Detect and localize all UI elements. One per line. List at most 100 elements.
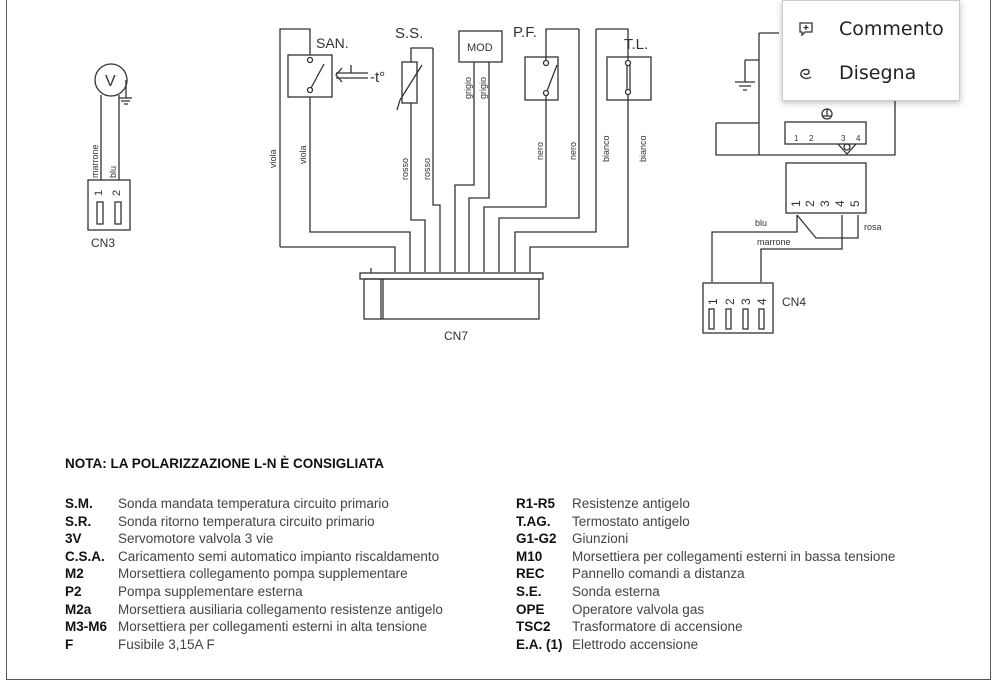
legend-abbr: S.M. <box>65 496 93 511</box>
legend-row: M3-M6 Morsettiera per collegamenti estern… <box>65 618 443 636</box>
svg-text:rosso: rosso <box>400 158 410 180</box>
pf-label: P.F. <box>513 24 537 41</box>
conn5-connector <box>785 162 867 214</box>
legend-desc: Morsettiera per collegamenti esterni in … <box>572 548 896 564</box>
legend-abbr: S.R. <box>65 513 92 529</box>
v-label: V <box>105 73 116 90</box>
svg-text:5: 5 <box>848 200 862 207</box>
svg-text:viola: viola <box>268 149 278 168</box>
legend-abbr: C.S.A. <box>65 548 105 564</box>
svg-text:bianco: bianco <box>638 135 648 162</box>
svg-text:rosa: rosa <box>864 222 882 232</box>
san-switch <box>287 54 333 98</box>
legend-desc: Pannello comandi a distanza <box>572 566 745 582</box>
legend-row: OPE Operatore valvola gas <box>516 601 895 619</box>
svg-text:nero: nero <box>568 142 578 160</box>
legend-abbr: F <box>65 636 74 652</box>
legend-abbr: S.E. <box>516 583 542 599</box>
svg-text:4: 4 <box>833 200 847 207</box>
legend-desc: Sonda mandata temperatura circuito prima… <box>118 496 389 511</box>
legend-row: S.R.Sonda ritorno temperatura circuito p… <box>65 513 443 531</box>
terminal-block <box>784 121 867 145</box>
context-menu: Commento Disegna <box>782 0 960 101</box>
svg-text:1: 1 <box>789 200 803 207</box>
ss-label: S.S. <box>395 25 423 42</box>
svg-text:blu: blu <box>755 218 767 228</box>
svg-text:3: 3 <box>818 200 832 207</box>
legend-abbr: P2 <box>65 583 82 599</box>
cn4-connector <box>702 282 774 334</box>
legend-desc: Resistenze antigelo <box>572 496 690 511</box>
menu-item-commento[interactable]: Commento <box>783 7 959 51</box>
legend-left: S.M. Sonda mandata temperatura circuito p… <box>65 495 443 653</box>
legend-abbr: TSC2 <box>516 619 551 635</box>
san-label: SAN. <box>316 35 349 51</box>
legend-desc: Termostato antigelo <box>572 513 690 529</box>
tl-label: T.L. <box>624 36 648 53</box>
ss-thermistor <box>401 61 418 104</box>
pf-switch <box>524 56 559 101</box>
legend-desc: Elettrodo accensione <box>572 636 699 652</box>
legend-abbr: OPE <box>516 601 545 617</box>
voltmeter-symbol <box>94 63 128 97</box>
svg-text:2: 2 <box>111 190 123 196</box>
cn7-connector <box>359 272 544 280</box>
svg-text:4: 4 <box>755 298 769 305</box>
legend-row: S.M. Sonda mandata temperatura circuito p… <box>65 495 443 513</box>
svg-text:3: 3 <box>841 134 846 143</box>
svg-text:viola: viola <box>298 145 308 164</box>
legend-row: M10 Morsettiera per collegamenti esterni … <box>516 548 895 566</box>
svg-text:4: 4 <box>856 134 861 143</box>
svg-text:1: 1 <box>93 190 105 196</box>
legend-abbr: M10 <box>516 548 543 564</box>
svg-text:marrone: marrone <box>757 237 791 247</box>
svg-text:3: 3 <box>739 298 753 305</box>
legend-abbr: M3-M6 <box>65 619 108 635</box>
legend-desc: Sonda esterna <box>572 583 660 599</box>
tl-thermostat <box>606 56 652 101</box>
legend-desc: Servomotore valvola 3 vie <box>118 531 274 547</box>
legend-desc: Morsettiera per collegamenti esterni in … <box>118 619 428 635</box>
legend-row: P2 Pompa supplementare esterna <box>65 583 443 601</box>
legend-abbr: G1-G2 <box>516 531 557 547</box>
legend-row: R1-R5 Resistenze antigelo <box>516 495 895 513</box>
legend-row: G1-G2 Giunzioni <box>516 530 895 548</box>
svg-text:nero: nero <box>535 142 545 160</box>
wiring-diagram: V marrone blu 1 2 CN3 SAN. -t° S.S. MOD … <box>87 24 896 343</box>
cn4-label: CN4 <box>782 295 806 309</box>
svg-text:grigio: grigio <box>463 77 473 99</box>
draw-icon <box>795 65 817 81</box>
legend-row: T.AG. Termostato antigelo <box>516 513 895 531</box>
legend-row: REC Pannello comandi a distanza <box>516 565 895 583</box>
legend-abbr: M2 <box>65 566 84 582</box>
svg-text:1: 1 <box>706 298 720 305</box>
legend-desc: Giunzioni <box>572 531 629 547</box>
legend-abbr: T.AG. <box>516 513 551 529</box>
legend-row: E.A. (1)Elettrodo accensione <box>516 636 895 654</box>
svg-text:2: 2 <box>809 134 814 143</box>
legend-desc: Caricamento semi automatico impianto ris… <box>118 548 440 564</box>
legend-row: C.S.A. Caricamento semi automatico impian… <box>65 548 443 566</box>
menu-item-label: Disegna <box>839 62 917 84</box>
legend-abbr: R1-R5 <box>516 496 556 511</box>
legend-abbr: REC <box>516 566 545 582</box>
svg-text:-t°: -t° <box>370 69 385 86</box>
legend-desc: Operatore valvola gas <box>572 601 705 617</box>
cn3-section: V marrone blu 1 2 CN3 <box>87 63 132 250</box>
legend-abbr: M2a <box>65 601 92 617</box>
wire-label-blu: blu <box>108 166 118 178</box>
svg-text:2: 2 <box>723 298 737 305</box>
menu-item-disegna[interactable]: Disegna <box>783 51 959 95</box>
svg-text:1: 1 <box>794 134 799 143</box>
cn7-section: SAN. -t° S.S. MOD P.F. T.L. viola viola … <box>268 24 652 343</box>
polarization-note: NOTA: LA POLARIZZAZIONE L-N È CONSIGLIAT… <box>65 456 384 471</box>
legend-desc: Pompa supplementare esterna <box>118 583 303 599</box>
comment-add-icon <box>795 21 817 37</box>
legend-desc: Morsettiera collegamento pompa supplemen… <box>118 566 408 582</box>
svg-text:bianco: bianco <box>601 135 611 162</box>
cn3-label: CN3 <box>91 236 115 250</box>
svg-text:2: 2 <box>803 200 817 207</box>
